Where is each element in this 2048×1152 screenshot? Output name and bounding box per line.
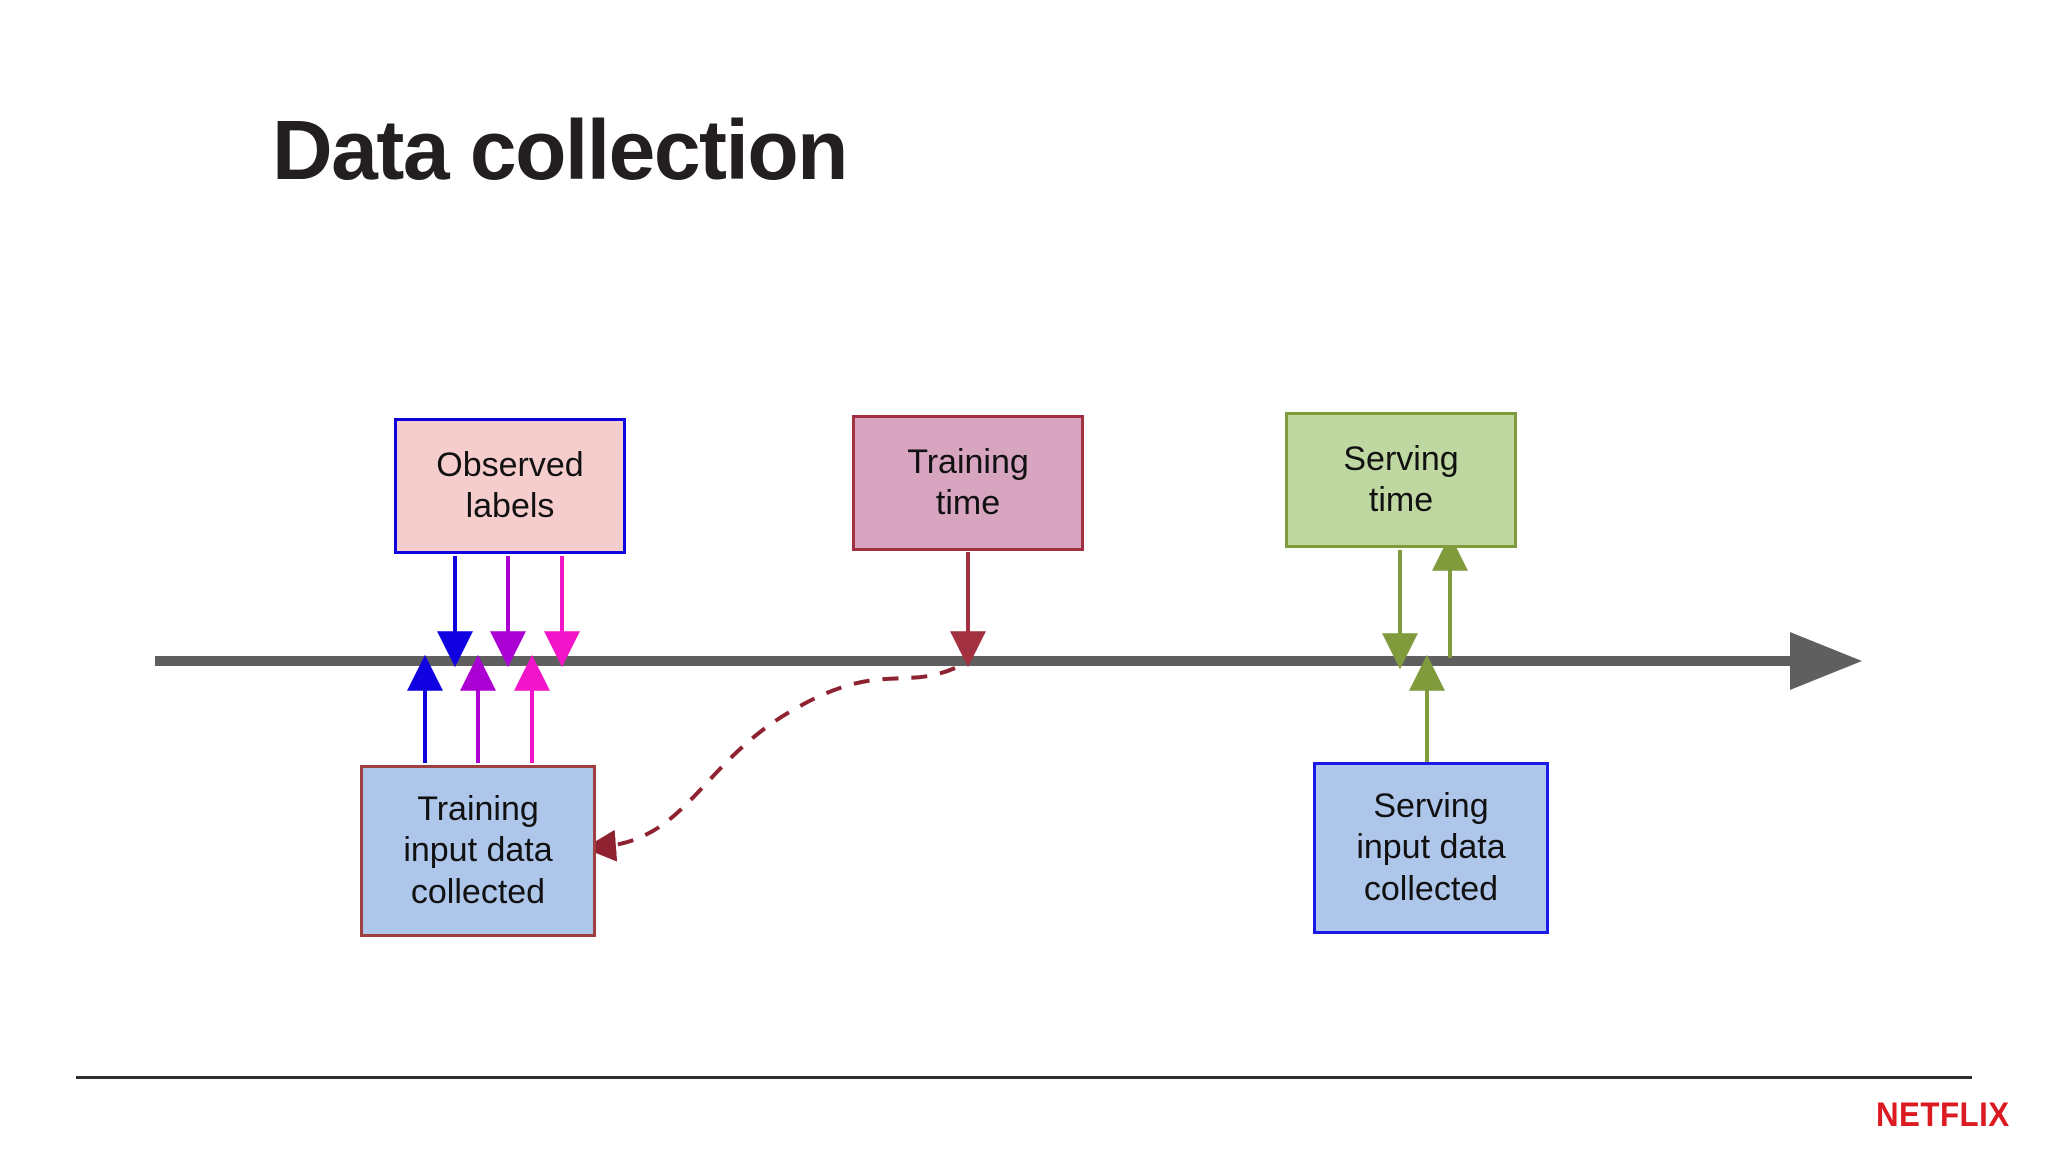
time-axis-arrowhead bbox=[1790, 632, 1862, 690]
training-feedback-curve bbox=[584, 666, 956, 862]
box-training-time[interactable]: Training time bbox=[852, 415, 1084, 551]
training-input-arrows bbox=[407, 654, 550, 763]
box-training-input-data[interactable]: Training input data collected bbox=[360, 765, 596, 937]
box-observed-labels[interactable]: Observed labels bbox=[394, 418, 626, 554]
page-title: Data collection bbox=[272, 103, 848, 197]
time-axis bbox=[155, 632, 1862, 690]
footer-divider bbox=[76, 1076, 1972, 1079]
box-serving-input-data[interactable]: Serving input data collected bbox=[1313, 762, 1549, 934]
serving-arrows bbox=[1382, 534, 1468, 762]
box-serving-time[interactable]: Serving time bbox=[1285, 412, 1517, 548]
observed-label-arrows bbox=[437, 556, 580, 668]
netflix-logo: NETFLIX bbox=[1876, 1096, 2010, 1134]
